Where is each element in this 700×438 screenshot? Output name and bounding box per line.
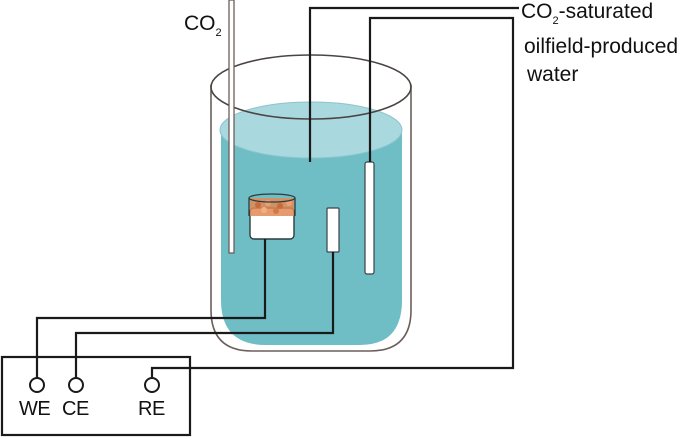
reference-wire — [150, 16, 515, 378]
center-wire — [308, 6, 519, 162]
solution-co2-subscript: 2 — [552, 15, 559, 27]
re-terminal — [144, 377, 160, 393]
solution-label-line3: water — [527, 63, 579, 86]
co2-gas-tube — [228, 0, 235, 254]
potentiostat-box — [0, 355, 192, 437]
ce-terminal — [68, 377, 84, 393]
ce-label: CE — [62, 398, 89, 420]
liquid-body — [221, 130, 402, 345]
solution-co2-text: CO — [521, 0, 553, 23]
wires — [35, 6, 519, 378]
solution-label-line1: CO2-saturated — [521, 0, 653, 27]
counter-electrode-wire — [74, 252, 335, 378]
we-terminal — [29, 377, 45, 393]
co2-inlet-label: CO2 — [184, 12, 222, 39]
solution-label-line2: oilfield-produced — [524, 35, 679, 58]
re-label: RE — [138, 398, 165, 420]
working-electrode-specimen — [248, 193, 296, 240]
counter-electrode — [326, 207, 340, 253]
working-electrode-wire — [35, 239, 267, 378]
co2-subscript: 2 — [215, 27, 222, 39]
we-label: WE — [19, 398, 51, 420]
solution-saturated-text: -saturated — [558, 0, 654, 23]
co2-text: CO — [184, 12, 216, 35]
reference-electrode — [364, 161, 375, 275]
